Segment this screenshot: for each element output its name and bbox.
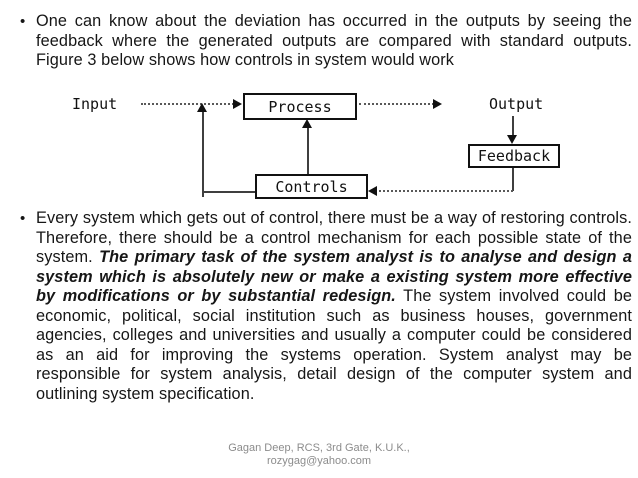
feedback-drop-line	[512, 168, 514, 191]
slide-footer: Gagan Deep, RCS, 3rd Gate, K.U.K., rozyg…	[0, 442, 638, 468]
process-to-output-dotted-line	[359, 103, 434, 105]
bullet-1-text: One can know about the deviation has occ…	[36, 12, 632, 69]
feedback-box: Feedback	[468, 144, 560, 168]
bullet-2-normal-2: The system involved could be economic, p…	[36, 287, 633, 403]
controls-box-label: Controls	[275, 177, 348, 196]
controls-to-input-horizontal-line	[203, 191, 255, 193]
footer-email: rozygag@yahoo.com	[266, 455, 372, 467]
controls-left-arrowhead-icon	[368, 186, 377, 196]
bullet-item-1: • One can know about the deviation has o…	[0, 12, 632, 71]
feedback-to-controls-dotted-line	[379, 190, 513, 192]
input-up-arrowhead-icon	[197, 103, 207, 112]
output-to-feedback-line	[512, 116, 514, 135]
output-arrowhead-icon	[433, 99, 442, 109]
process-box: Process	[243, 93, 357, 120]
controls-to-process-line	[307, 127, 309, 174]
bullet-2-normal-1: Every system which gets out of control, …	[36, 209, 632, 266]
feedback-box-label: Feedback	[477, 147, 551, 165]
system-controls-diagram: Input Process Output Feedback Controls	[0, 90, 638, 210]
footer-author: Gagan Deep, RCS, 3rd Gate, K.U.K.,	[228, 442, 410, 454]
process-box-label: Process	[268, 97, 332, 116]
bullet-2-text: Every system which gets out of control, …	[36, 209, 632, 404]
bullet-marker: •	[20, 210, 26, 227]
bullet-marker: •	[20, 13, 26, 30]
diagram-input-label: Input	[72, 95, 118, 113]
controls-box: Controls	[255, 174, 368, 199]
bullet-2-emphasis: The primary task of the system analyst i…	[36, 248, 632, 305]
input-to-process-dotted-line	[141, 103, 234, 105]
feedback-down-arrowhead-icon	[507, 135, 517, 144]
controls-up-arrowhead-icon	[302, 119, 312, 128]
bullet-item-2: • Every system which gets out of control…	[0, 209, 632, 404]
diagram-output-label: Output	[489, 95, 544, 113]
input-arrowhead-icon	[233, 99, 242, 109]
controls-to-input-vertical-line	[202, 112, 204, 197]
